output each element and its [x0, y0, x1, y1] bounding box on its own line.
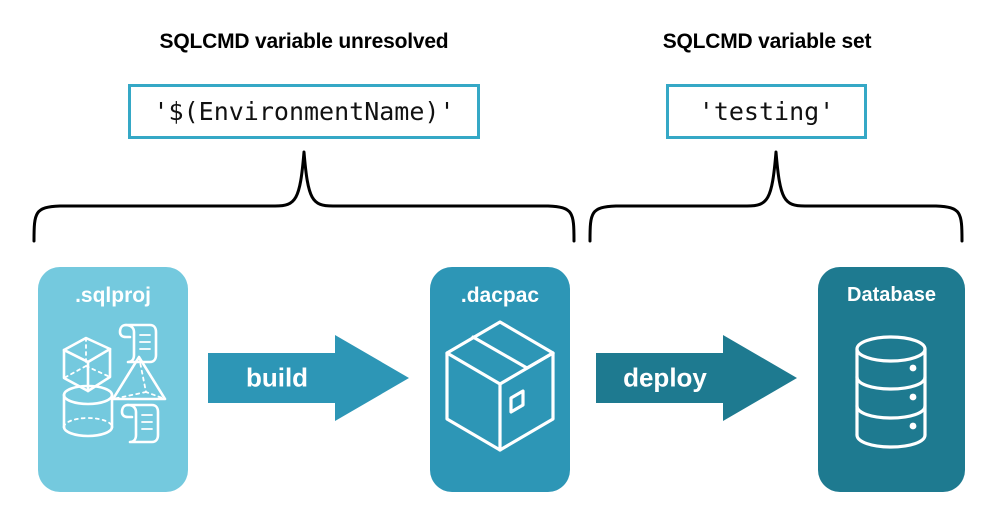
- arrow-deploy: deploy: [596, 334, 798, 422]
- brace-left: [32, 150, 576, 243]
- brace-right: [588, 150, 964, 243]
- stage-box-dacpac: .dacpac: [430, 267, 570, 492]
- code-box-testing-value: 'testing': [666, 84, 867, 139]
- scroll-icon: [120, 403, 160, 444]
- package-box-icon: [445, 320, 555, 452]
- stage-box-sqlproj: .sqlproj: [38, 267, 188, 492]
- arrow-deploy-shape: [596, 335, 797, 421]
- cylinder-icon: [62, 384, 114, 438]
- stage-label-sqlproj: .sqlproj: [75, 284, 151, 307]
- heading-sqlcmd-variable-unresolved: SQLCMD variable unresolved: [159, 30, 449, 53]
- database-cylinder-icon: [855, 335, 927, 449]
- heading-sqlcmd-variable-set: SQLCMD variable set: [662, 30, 872, 53]
- code-box-environment-name: '$(EnvironmentName)': [128, 84, 480, 139]
- cube-icon: [62, 336, 112, 393]
- pyramid-icon: [111, 355, 167, 401]
- arrow-build-shape: [208, 335, 409, 421]
- wireframe-objects-icon: [62, 323, 167, 444]
- arrow-build: build: [208, 334, 410, 422]
- stage-label-database: Database: [847, 284, 936, 306]
- stage-label-dacpac: .dacpac: [460, 284, 540, 307]
- scroll-icon: [118, 323, 158, 364]
- stage-box-database: Database: [818, 267, 965, 492]
